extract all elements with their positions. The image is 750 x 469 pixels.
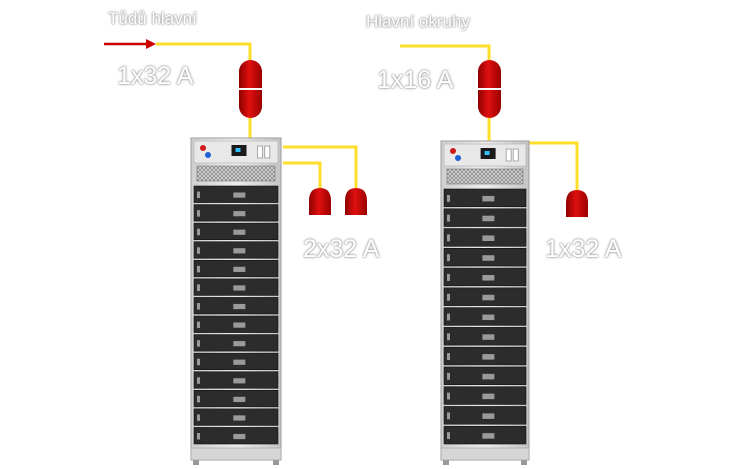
secondary-input-rating: 1x16 A [377, 66, 454, 94]
module-label [233, 322, 246, 328]
module-label [482, 354, 495, 360]
module-label [233, 266, 246, 272]
module-label [233, 285, 246, 291]
module-label [482, 195, 495, 202]
module-handle [447, 234, 450, 242]
module-label [482, 334, 495, 340]
right-outlet-wire [525, 141, 579, 192]
module-handle [197, 433, 200, 440]
module-handle [197, 303, 200, 310]
left-outlet-plug-2 [345, 188, 367, 215]
module-label [233, 341, 246, 347]
red-indicator-icon [450, 148, 456, 154]
module-label [233, 415, 246, 421]
cabinet-foot-left [193, 460, 199, 465]
switch-2 [264, 145, 271, 159]
input-arrow [104, 39, 156, 49]
red-indicator-icon [200, 145, 206, 151]
display-readout [484, 151, 490, 155]
display-readout [235, 148, 241, 152]
module-handle [447, 194, 450, 202]
module-handle [197, 395, 200, 403]
module-label [233, 433, 246, 440]
cabinet-base [440, 447, 530, 461]
module-label [233, 396, 246, 402]
module-handle [447, 313, 450, 321]
module-label [482, 274, 495, 281]
vent-grille [446, 168, 524, 185]
secondary-fuse [478, 60, 501, 118]
right-cabinet [440, 140, 530, 465]
module-handle [447, 274, 450, 281]
cabinet-foot-right [273, 460, 279, 465]
module-handle [197, 228, 200, 236]
blue-indicator-icon [455, 155, 461, 161]
module-label [233, 229, 246, 235]
module-handle [197, 265, 200, 273]
module-label [482, 255, 495, 261]
mains-fuse [239, 60, 262, 118]
module-handle [197, 358, 200, 366]
cabinet-foot-left [443, 460, 449, 465]
module-label [233, 248, 246, 254]
module-label [482, 413, 495, 419]
left-outlets-rating: 2x32 A [303, 235, 380, 263]
left-outlet-wire-1 [283, 145, 358, 190]
module-label [233, 211, 246, 217]
module-label [233, 192, 246, 198]
module-handle [447, 333, 450, 341]
module-handle [197, 414, 200, 421]
module-handle [447, 353, 450, 361]
right-outlet-plug [566, 190, 588, 217]
module-label [482, 314, 495, 321]
module-handle [447, 372, 450, 380]
module-handle [447, 254, 450, 262]
cabinet-foot-right [521, 460, 527, 465]
module-handle [447, 293, 450, 301]
module-handle [197, 191, 200, 199]
module-handle [447, 432, 450, 440]
module-handle [447, 412, 450, 420]
mains-input-rating: 1x32 A [117, 62, 194, 90]
module-label [482, 393, 495, 400]
switch-2 [512, 148, 519, 162]
switch-1 [257, 145, 263, 159]
module-label [233, 359, 246, 365]
module-handle [197, 321, 200, 329]
module-label [482, 294, 495, 301]
module-label [233, 303, 246, 310]
module-label [482, 235, 495, 241]
mains-wire [156, 42, 252, 62]
module-handle [197, 377, 200, 384]
mains-input-label: Tůdů hlavní [108, 9, 197, 28]
left-outlet-wire-2 [283, 161, 322, 190]
secondary-input-label: Hlavní okruhy [366, 12, 470, 31]
module-handle [447, 392, 450, 400]
module-handle [197, 247, 200, 254]
module-label [233, 378, 246, 384]
wires [156, 42, 579, 192]
right-outlet-rating: 1x32 A [545, 235, 622, 263]
module-label [482, 433, 495, 439]
module-handle [447, 214, 450, 222]
left-outlet-plug-1 [309, 188, 331, 215]
module-handle [197, 210, 200, 217]
module-label [482, 373, 495, 380]
blue-indicator-icon [205, 152, 211, 158]
switch-1 [505, 148, 512, 162]
secondary-wire [400, 44, 491, 62]
module-handle [197, 340, 200, 347]
left-cabinet [190, 137, 282, 465]
module-handle [197, 284, 200, 291]
module-label [482, 215, 495, 222]
vent-grille [196, 165, 276, 182]
cabinet-base [190, 447, 282, 461]
